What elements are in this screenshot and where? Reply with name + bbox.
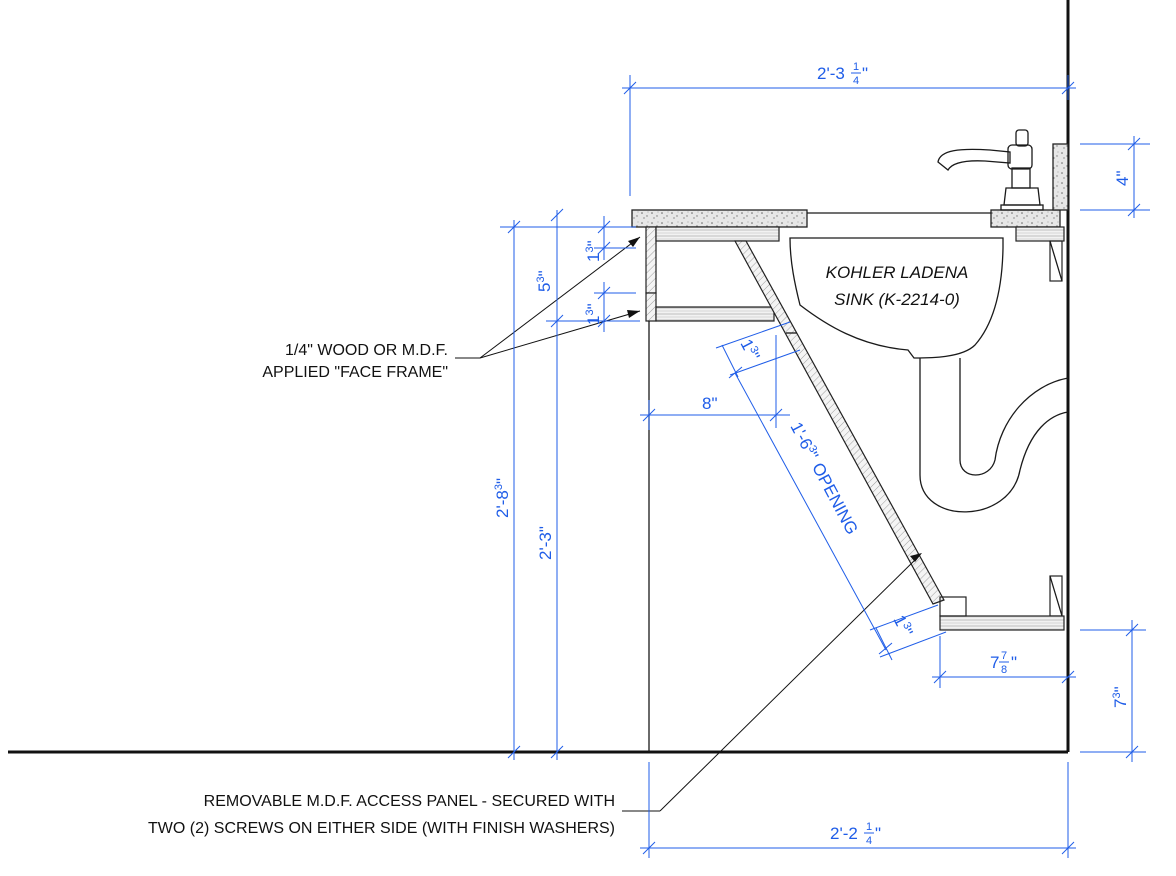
countertop-right (990, 209, 1061, 228)
dim-panel-top-offset-text: 13" (736, 336, 763, 364)
dim-toe-height-text: 73" (1111, 686, 1130, 708)
dim-knee-height: 2'-3" (536, 210, 640, 760)
face-frame-lower (645, 292, 657, 322)
dim-toe-depth-whole: 7 (990, 653, 999, 672)
panel-note-line2: TWO (2) SCREWS ON EITHER SIDE (WITH FINI… (148, 820, 615, 837)
dim-knee-height-text: 2'-3" (536, 526, 555, 560)
dim-overall-height-text: 2'-83" (493, 478, 512, 518)
dim-setback-text: 8" (702, 394, 718, 413)
svg-text:8: 8 (1001, 664, 1007, 676)
panel-note-line1: REMOVABLE M.D.F. ACCESS PANEL - SECURED … (204, 793, 615, 810)
svg-text:1: 1 (853, 61, 859, 73)
dim-top-width-whole: 2'-3 (817, 64, 845, 83)
dim-frame-bottom-text: 13" (584, 303, 603, 325)
sink-bowl (789, 237, 1004, 359)
back-rail-top (1015, 226, 1065, 242)
svg-text:": " (862, 64, 868, 83)
countertop (631, 209, 808, 228)
face-frame-upper (645, 226, 657, 294)
dim-opening: 1'-63"OPENING (728, 366, 893, 655)
back-cleat-upper (1049, 240, 1063, 282)
dim-frame-top-text: 13" (584, 240, 603, 262)
dim-top-width: 2'-3 1 4 " (622, 61, 1076, 196)
svg-text:": " (875, 824, 881, 843)
dim-bottom-width-whole: 2'-2 (830, 824, 858, 843)
dim-overall-height: 2'-83" (493, 220, 600, 760)
dim-backsplash: 4" (1080, 136, 1150, 218)
faucet (937, 129, 1044, 211)
dim-toe-depth: 7 7 8 " (932, 636, 1076, 688)
toe-kick-block (939, 596, 967, 617)
svg-text:4: 4 (853, 75, 859, 87)
svg-text:1: 1 (866, 821, 872, 833)
sink-label-line2: SINK (K-2214-0) (834, 290, 960, 309)
dim-panel-top-offset: 13" (715, 321, 801, 378)
face-frame-note-line1: 1/4" WOOD OR M.D.F. (285, 342, 448, 359)
backsplash (1052, 143, 1069, 211)
dim-frame-top: 13" (584, 216, 636, 262)
dim-backsplash-text: 4" (1113, 170, 1132, 186)
dim-setback: 8" (640, 335, 790, 430)
dim-apron-depth-text: 53" (535, 270, 554, 292)
apron-rail-bottom (655, 306, 775, 322)
sink-label-line1: KOHLER LADENA (826, 263, 969, 282)
svg-text:": " (1011, 653, 1017, 672)
toe-kick-base (939, 615, 1065, 631)
dim-frame-bottom: 13" (584, 282, 636, 332)
apron-rail-top (655, 226, 780, 242)
dim-panel-bottom-offset-text: 13" (889, 612, 916, 640)
dim-apron-depth: 53" (535, 208, 564, 325)
face-frame-note-line2: APPLIED "FACE FRAME" (262, 364, 448, 381)
svg-text:4: 4 (866, 835, 872, 847)
access-panel (733, 240, 945, 605)
dim-bottom-width: 2'-2 1 4 " (640, 762, 1076, 858)
svg-text:7: 7 (1001, 650, 1007, 662)
p-trap (919, 411, 1069, 513)
dim-toe-height: 73" (1080, 620, 1146, 762)
